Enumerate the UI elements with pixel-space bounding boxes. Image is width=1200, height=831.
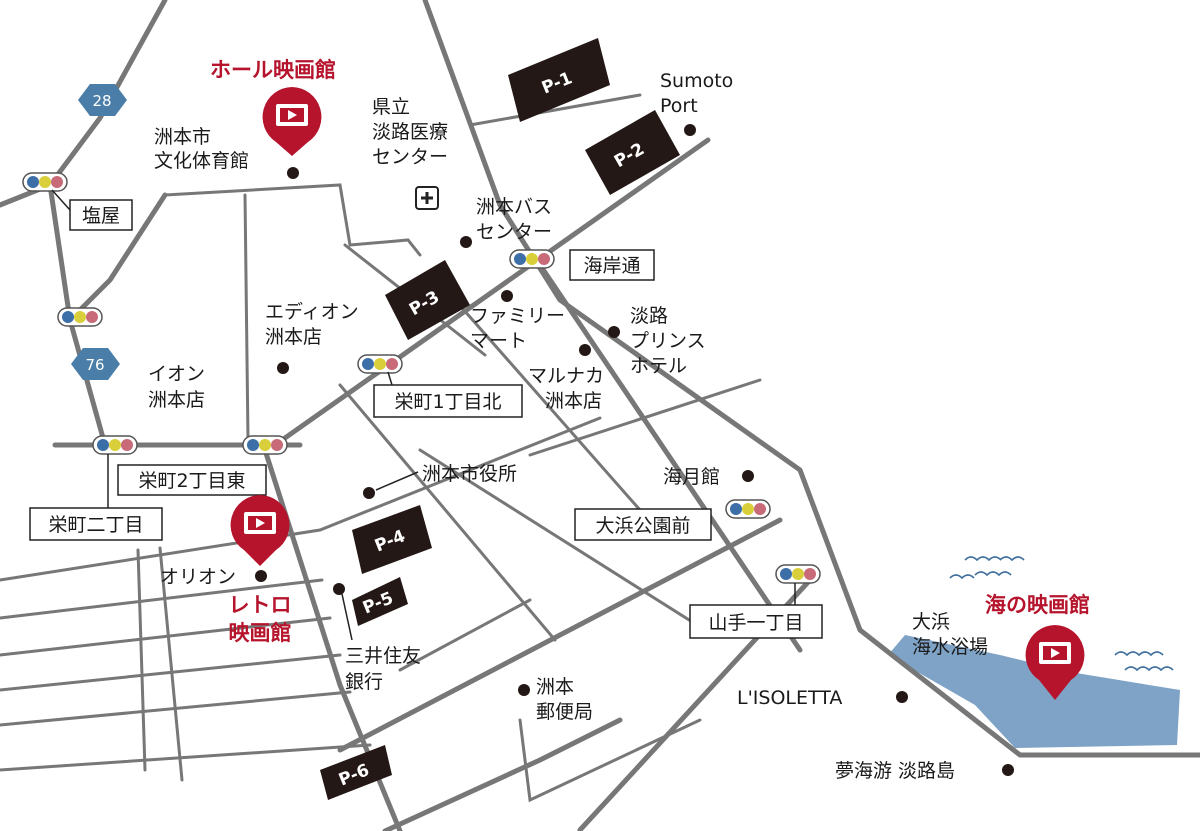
port-label-2: Port	[660, 95, 698, 117]
bus-center-label-1: 洲本バス	[476, 196, 552, 218]
parking-p5: P-5	[352, 577, 408, 626]
shioya-label: 塩屋	[82, 205, 120, 227]
parking-p4: P-4	[352, 505, 432, 574]
hospital-label-2: 淡路医療	[372, 121, 448, 143]
traffic-signal-icon	[57, 307, 103, 327]
route-76-label: 76	[85, 356, 104, 374]
edion-label-1: エディオン	[265, 301, 359, 323]
hospital-label-1: 県立	[372, 96, 410, 118]
wave-marks	[949, 556, 1174, 672]
route-28-label: 28	[92, 92, 111, 110]
play-icon	[288, 110, 297, 120]
parking-p3: P-3	[385, 260, 470, 340]
intersection-label-sakaemachi-1: 栄町1丁目北	[373, 371, 523, 418]
traffic-signal-icon	[509, 249, 555, 269]
gym-dot	[287, 167, 299, 179]
traffic-signal-icon	[92, 435, 138, 455]
edion-dot	[277, 362, 289, 374]
hall-theater-pin[interactable]	[262, 87, 322, 156]
bank-leader	[341, 593, 353, 641]
aeon-label-2: 洲本店	[148, 389, 205, 411]
marunaka-label-1: マルナカ	[528, 365, 604, 387]
bus-center-label-2: センター	[476, 221, 552, 243]
route-76-marker: 76	[71, 348, 120, 380]
hotel-dot	[608, 326, 620, 338]
intersection-label-sakaemachi-nichome: 栄町二丁目	[29, 454, 163, 541]
retro-theater-label-2: 映画館	[229, 621, 292, 645]
sakaemachi-1-label: 栄町1丁目北	[394, 391, 501, 413]
bank-dot	[333, 583, 345, 595]
isoletta-dot	[896, 691, 908, 703]
parking-p2: P-2	[585, 110, 680, 195]
familymart-dot	[501, 290, 513, 302]
hotel-label-2: プリンス	[630, 330, 706, 352]
port-label-1: Sumoto	[660, 70, 733, 92]
bus-center-dot	[460, 236, 472, 248]
post-office-label-1: 洲本	[536, 676, 574, 698]
traffic-signal-icon	[725, 499, 771, 519]
kaigetsukan-dot	[742, 470, 754, 482]
cityhall-leader	[375, 471, 419, 491]
yumekaiyu-label: 夢海游 淡路島	[835, 760, 955, 782]
ohama-park-label: 大浜公園前	[595, 515, 690, 537]
cityhall-dot	[363, 487, 375, 499]
retro-theater-pin[interactable]	[230, 495, 290, 566]
port-dot	[684, 124, 696, 136]
route-28-road	[0, 0, 168, 208]
route-28-marker: 28	[78, 84, 127, 116]
traffic-signals	[22, 172, 821, 584]
isoletta-label: L'ISOLETTA	[737, 687, 842, 709]
sea-theater-label: 海の映画館	[985, 593, 1090, 617]
traffic-signal-icon	[22, 172, 68, 192]
hotel-label-3: ホテル	[630, 355, 687, 377]
sakaemachi-nichome-label: 栄町二丁目	[48, 514, 143, 536]
sakaemachi-2-east-label: 栄町2丁目東	[138, 470, 245, 492]
marunaka-dot	[579, 344, 591, 356]
orion-label: オリオン	[160, 566, 236, 588]
traffic-signal-icon	[242, 435, 288, 455]
gym-label-2: 文化体育館	[154, 150, 249, 172]
familymart-label-2: マート	[470, 330, 527, 352]
traffic-signal-icon	[357, 354, 403, 374]
yumekaiyu-dot	[1002, 764, 1014, 776]
kaigetsukan-label: 海月館	[663, 466, 720, 488]
orion-dot	[255, 570, 267, 582]
gym-label-1: 洲本市	[154, 126, 211, 148]
beach-label-2: 海水浴場	[912, 636, 988, 658]
familymart-label-1: ファミリー	[470, 305, 565, 327]
post-office-dot	[518, 684, 530, 696]
intersection-label-shioya: 塩屋	[51, 189, 133, 231]
yamate-label: 山手一丁目	[708, 612, 803, 634]
edion-label-2: 洲本店	[265, 326, 322, 348]
hall-theater-label: ホール映画館	[210, 58, 336, 82]
intersection-label-sakaemachi-2-east: 栄町2丁目東	[117, 464, 267, 496]
post-office-label-2: 郵便局	[536, 701, 593, 723]
hotel-label-1: 淡路	[630, 305, 668, 327]
play-icon	[1051, 648, 1060, 658]
intersection-label-kaigandori: 海岸通	[569, 249, 655, 281]
sea-theater-pin[interactable]	[1025, 625, 1085, 700]
beach-label-1: 大浜	[912, 611, 950, 633]
parking-p1: P-1	[508, 38, 610, 122]
intersection-label-ohama-park: 大浜公園前	[574, 508, 712, 541]
bank-label-1: 三井住友	[345, 645, 421, 667]
kaigandori-label: 海岸通	[583, 255, 640, 277]
cityhall-label: 洲本市役所	[422, 463, 517, 485]
hospital-label-3: センター	[372, 146, 448, 168]
bank-label-2: 銀行	[345, 671, 383, 693]
intersection-label-yamate: 山手一丁目	[689, 583, 823, 639]
marunaka-label-2: 洲本店	[545, 390, 602, 412]
retro-theater-label-1: レトロ	[229, 593, 292, 617]
aeon-label-1: イオン	[148, 363, 205, 385]
play-icon	[256, 518, 265, 528]
beach-water	[888, 635, 1180, 748]
hospital-icon	[415, 186, 439, 210]
place-dots	[255, 124, 1014, 776]
sea-area	[888, 556, 1180, 748]
traffic-signal-icon	[775, 564, 821, 584]
